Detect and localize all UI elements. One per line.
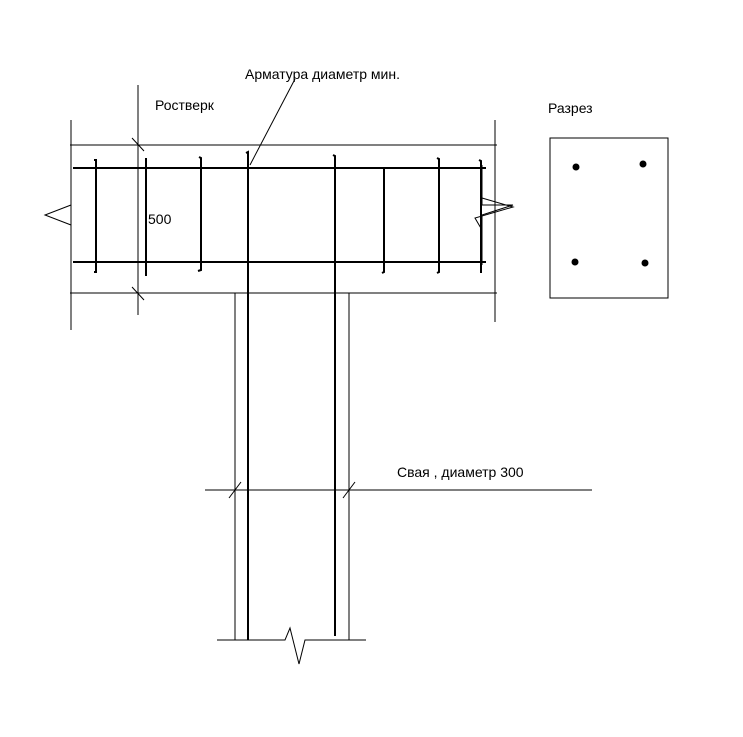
section-view: [549, 137, 669, 299]
grillage-beam: [43, 85, 515, 640]
break-line-right-zigzag: [474, 197, 515, 231]
section-rebar-dot: [641, 259, 649, 267]
stirrup: [381, 168, 385, 274]
section-label: Разрез: [548, 100, 593, 116]
stirrup: [245, 150, 249, 640]
section-rebar-dot: [571, 258, 579, 266]
stirrup: [197, 156, 202, 272]
height-dimension-tick-top: [131, 137, 145, 152]
pile: [205, 293, 592, 665]
pile-label: Свая , диаметр 300: [397, 464, 524, 480]
stirrup: [332, 154, 336, 636]
stirrup: [94, 159, 97, 273]
section-outline: [549, 137, 669, 299]
stirrup: [436, 157, 440, 274]
height-dimension-tick-bottom: [131, 286, 145, 301]
stirrup: [478, 159, 482, 273]
pile-diameter-tick-right: [342, 481, 356, 499]
section-rebar-dot: [572, 163, 580, 171]
pile-break-line: [217, 626, 366, 665]
pile-diameter-tick-left: [228, 481, 242, 499]
rebar-leader-line: [249, 78, 296, 166]
height-dimension-label: 500: [148, 211, 172, 227]
section-rebar-dot: [639, 160, 647, 168]
grillage-label: Ростверк: [155, 97, 215, 113]
rebar-note-label: Арматура диаметр мин.: [245, 66, 400, 82]
break-line-left: [43, 165, 72, 265]
